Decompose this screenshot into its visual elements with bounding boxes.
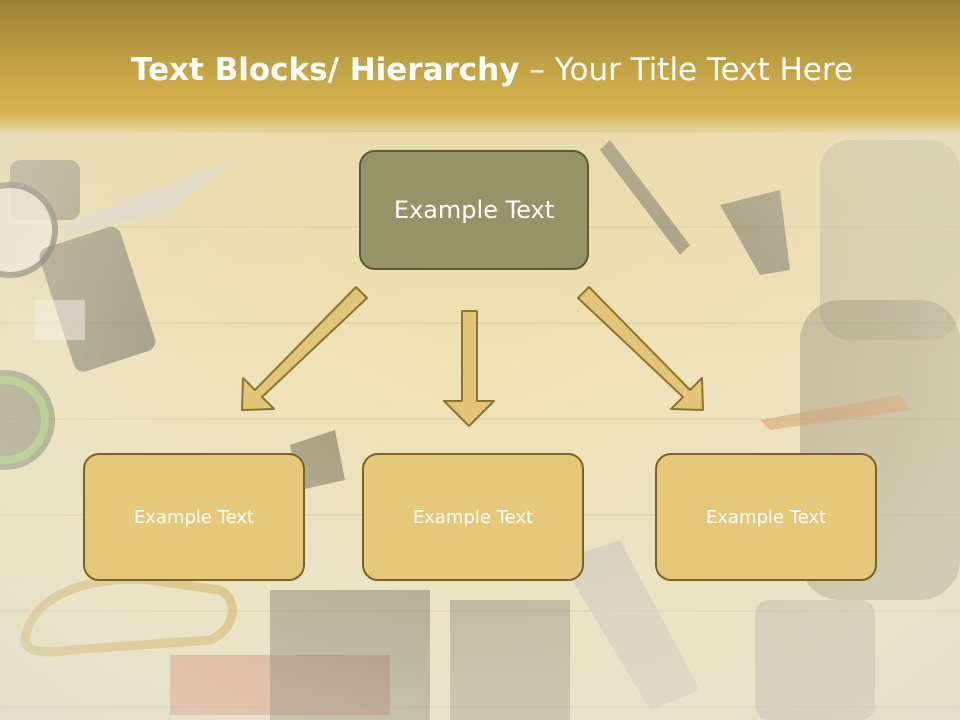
title-band xyxy=(0,0,960,135)
arrow-down-left-icon xyxy=(241,286,368,411)
top-text-block-label: Example Text xyxy=(393,196,555,224)
child-text-block-label: Example Text xyxy=(412,506,534,528)
title-rest-part: – Your Title Text Here xyxy=(519,52,854,88)
child-text-block-middle[interactable]: Example Text xyxy=(362,453,584,581)
child-text-block-left[interactable]: Example Text xyxy=(83,453,305,581)
child-text-block-label: Example Text xyxy=(133,506,255,528)
top-text-block[interactable]: Example Text xyxy=(359,150,589,270)
slide-title: Text Blocks/ Hierarchy – Your Title Text… xyxy=(0,52,960,88)
child-text-block-label: Example Text xyxy=(705,506,827,528)
arrow-down-right-icon xyxy=(577,286,704,411)
arrow-down-icon xyxy=(443,310,495,427)
title-bold-part: Text Blocks/ Hierarchy xyxy=(130,52,520,88)
child-text-block-right[interactable]: Example Text xyxy=(655,453,877,581)
